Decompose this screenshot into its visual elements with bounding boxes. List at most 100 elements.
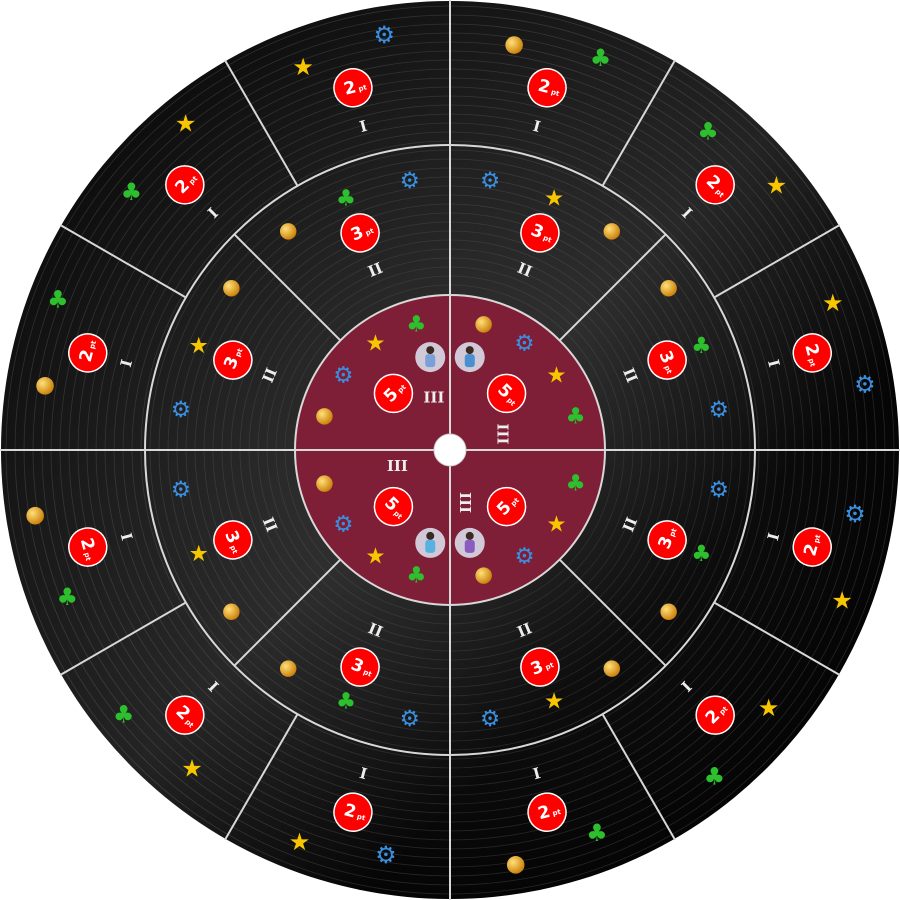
svg-text:♣: ♣ bbox=[586, 819, 608, 847]
points-unit: pt bbox=[228, 544, 239, 555]
sector-divider bbox=[233, 233, 342, 342]
points-unit: pt bbox=[358, 83, 369, 93]
coin-icon bbox=[603, 223, 621, 240]
points-badge: 2pt bbox=[792, 527, 832, 567]
svg-text:★: ★ bbox=[831, 587, 853, 615]
star-icon: ★ bbox=[546, 512, 566, 538]
star-icon: ★ bbox=[189, 333, 209, 359]
star-icon: ★ bbox=[822, 289, 844, 317]
svg-text:★: ★ bbox=[365, 543, 385, 569]
ring-label: II bbox=[515, 619, 535, 641]
svg-text:♣: ♣ bbox=[691, 541, 711, 567]
points-badge: 2pt bbox=[68, 527, 108, 567]
ring-label: III bbox=[457, 492, 475, 513]
gear-icon: ⚙ bbox=[171, 397, 191, 423]
svg-text:⚙: ⚙ bbox=[514, 331, 534, 357]
sector-divider bbox=[59, 224, 187, 299]
points-badge: 2pt bbox=[792, 333, 832, 373]
gear-icon: ⚙ bbox=[333, 512, 353, 538]
svg-text:⚙: ⚙ bbox=[333, 512, 353, 538]
sector-divider bbox=[558, 558, 667, 667]
svg-text:⚙: ⚙ bbox=[854, 370, 876, 398]
svg-text:⚙: ⚙ bbox=[844, 500, 866, 528]
star-icon: ★ bbox=[365, 543, 385, 569]
points-value: 2 bbox=[536, 76, 553, 98]
ring-label: III bbox=[494, 423, 512, 444]
ring-label: I bbox=[764, 358, 783, 369]
ring-label: II bbox=[259, 365, 281, 385]
star-icon: ★ bbox=[181, 755, 203, 783]
gear-icon: ⚙ bbox=[854, 370, 876, 398]
gear-icon: ⚙ bbox=[375, 841, 397, 869]
gear-icon: ⚙ bbox=[844, 500, 866, 528]
coin-icon bbox=[316, 475, 333, 492]
svg-text:⚙: ⚙ bbox=[374, 21, 396, 49]
points-value: 2 bbox=[342, 77, 359, 99]
gear-icon: ⚙ bbox=[480, 706, 500, 732]
coin-icon bbox=[506, 856, 525, 874]
svg-text:⚙: ⚙ bbox=[400, 168, 420, 194]
points-value: 2 bbox=[800, 542, 822, 559]
sector-divider bbox=[558, 233, 667, 342]
svg-text:★: ★ bbox=[546, 512, 566, 538]
coin-icon bbox=[660, 279, 677, 297]
points-badge: 3pt bbox=[647, 340, 687, 380]
svg-text:⚙: ⚙ bbox=[333, 362, 353, 388]
coin-icon bbox=[505, 36, 523, 54]
gear-icon: ⚙ bbox=[709, 477, 729, 503]
ring-label: II bbox=[259, 515, 281, 535]
clover-icon: ♣ bbox=[406, 311, 426, 337]
svg-text:♣: ♣ bbox=[590, 44, 612, 72]
ring-label: II bbox=[619, 515, 641, 535]
gear-icon: ⚙ bbox=[514, 331, 534, 357]
ring-label: I bbox=[358, 764, 369, 783]
ring-label: II bbox=[619, 365, 641, 385]
points-badge: 5pt bbox=[486, 373, 527, 414]
svg-text:♣: ♣ bbox=[406, 563, 426, 589]
coin-icon bbox=[316, 408, 333, 425]
sector-divider bbox=[601, 59, 676, 187]
svg-text:★: ★ bbox=[365, 331, 385, 357]
ring-label: II bbox=[515, 259, 535, 281]
ring-label: II bbox=[365, 259, 385, 281]
points-badge: 3pt bbox=[340, 647, 380, 687]
gear-icon: ⚙ bbox=[709, 397, 729, 423]
points-unit: pt bbox=[356, 813, 367, 823]
points-badge: 3pt bbox=[213, 520, 253, 560]
svg-text:♣: ♣ bbox=[47, 285, 69, 313]
coin-icon bbox=[223, 603, 240, 621]
ring-label: I bbox=[358, 117, 369, 136]
svg-text:★: ★ bbox=[766, 172, 788, 200]
sector-divider bbox=[233, 558, 342, 667]
points-badge: 2pt bbox=[695, 165, 735, 205]
svg-text:♣: ♣ bbox=[121, 178, 143, 206]
svg-text:⚙: ⚙ bbox=[709, 397, 729, 423]
points-badge: 3pt bbox=[520, 213, 560, 253]
points-badge: 2pt bbox=[527, 68, 567, 108]
svg-text:♣: ♣ bbox=[565, 471, 585, 497]
musician-figure bbox=[415, 342, 446, 373]
ring-label: III bbox=[387, 457, 408, 475]
points-badge: 5pt bbox=[373, 373, 414, 414]
svg-text:⚙: ⚙ bbox=[709, 477, 729, 503]
sector-divider bbox=[59, 601, 187, 676]
points-value: 2 bbox=[342, 800, 359, 822]
points-unit: pt bbox=[362, 668, 373, 679]
points-unit: pt bbox=[813, 533, 823, 544]
points-unit: pt bbox=[542, 234, 553, 245]
svg-text:★: ★ bbox=[544, 186, 564, 212]
clover-icon: ♣ bbox=[113, 700, 135, 728]
coin-icon bbox=[279, 223, 297, 240]
points-badge: 2pt bbox=[165, 695, 205, 735]
star-icon: ★ bbox=[189, 541, 209, 567]
points-unit: pt bbox=[663, 364, 674, 375]
spindle-hole bbox=[433, 433, 467, 467]
svg-text:★: ★ bbox=[292, 53, 314, 81]
clover-icon: ♣ bbox=[590, 44, 612, 72]
svg-text:♣: ♣ bbox=[691, 333, 711, 359]
points-unit: pt bbox=[668, 527, 679, 538]
sector-divider bbox=[224, 713, 299, 841]
